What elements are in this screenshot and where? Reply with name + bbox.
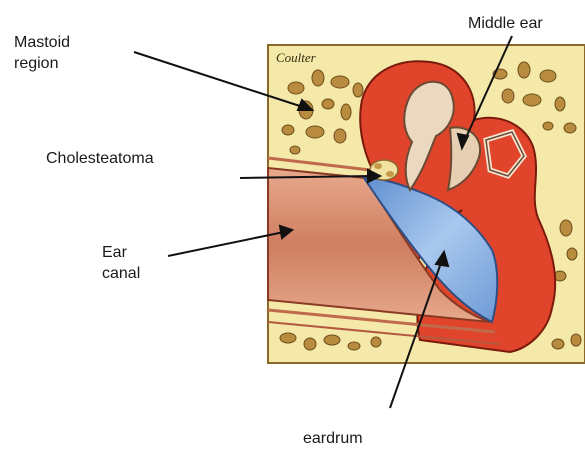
label-ear-canal-line-1: Ear bbox=[102, 242, 140, 263]
label-middle-ear: Middle ear bbox=[468, 13, 543, 34]
label-mastoid-line-1: Mastoid bbox=[14, 32, 70, 53]
label-mastoid-line-2: region bbox=[14, 53, 70, 74]
label-ear-canal-line-2: canal bbox=[102, 263, 140, 284]
artist-signature: Coulter bbox=[276, 50, 317, 65]
label-cholesteatoma: Cholesteatoma bbox=[46, 148, 154, 169]
label-mastoid-region: Mastoid region bbox=[14, 32, 70, 74]
label-eardrum: eardrum bbox=[303, 428, 363, 449]
arrow-ear-canal bbox=[168, 232, 284, 256]
label-ear-canal: Ear canal bbox=[102, 242, 140, 284]
